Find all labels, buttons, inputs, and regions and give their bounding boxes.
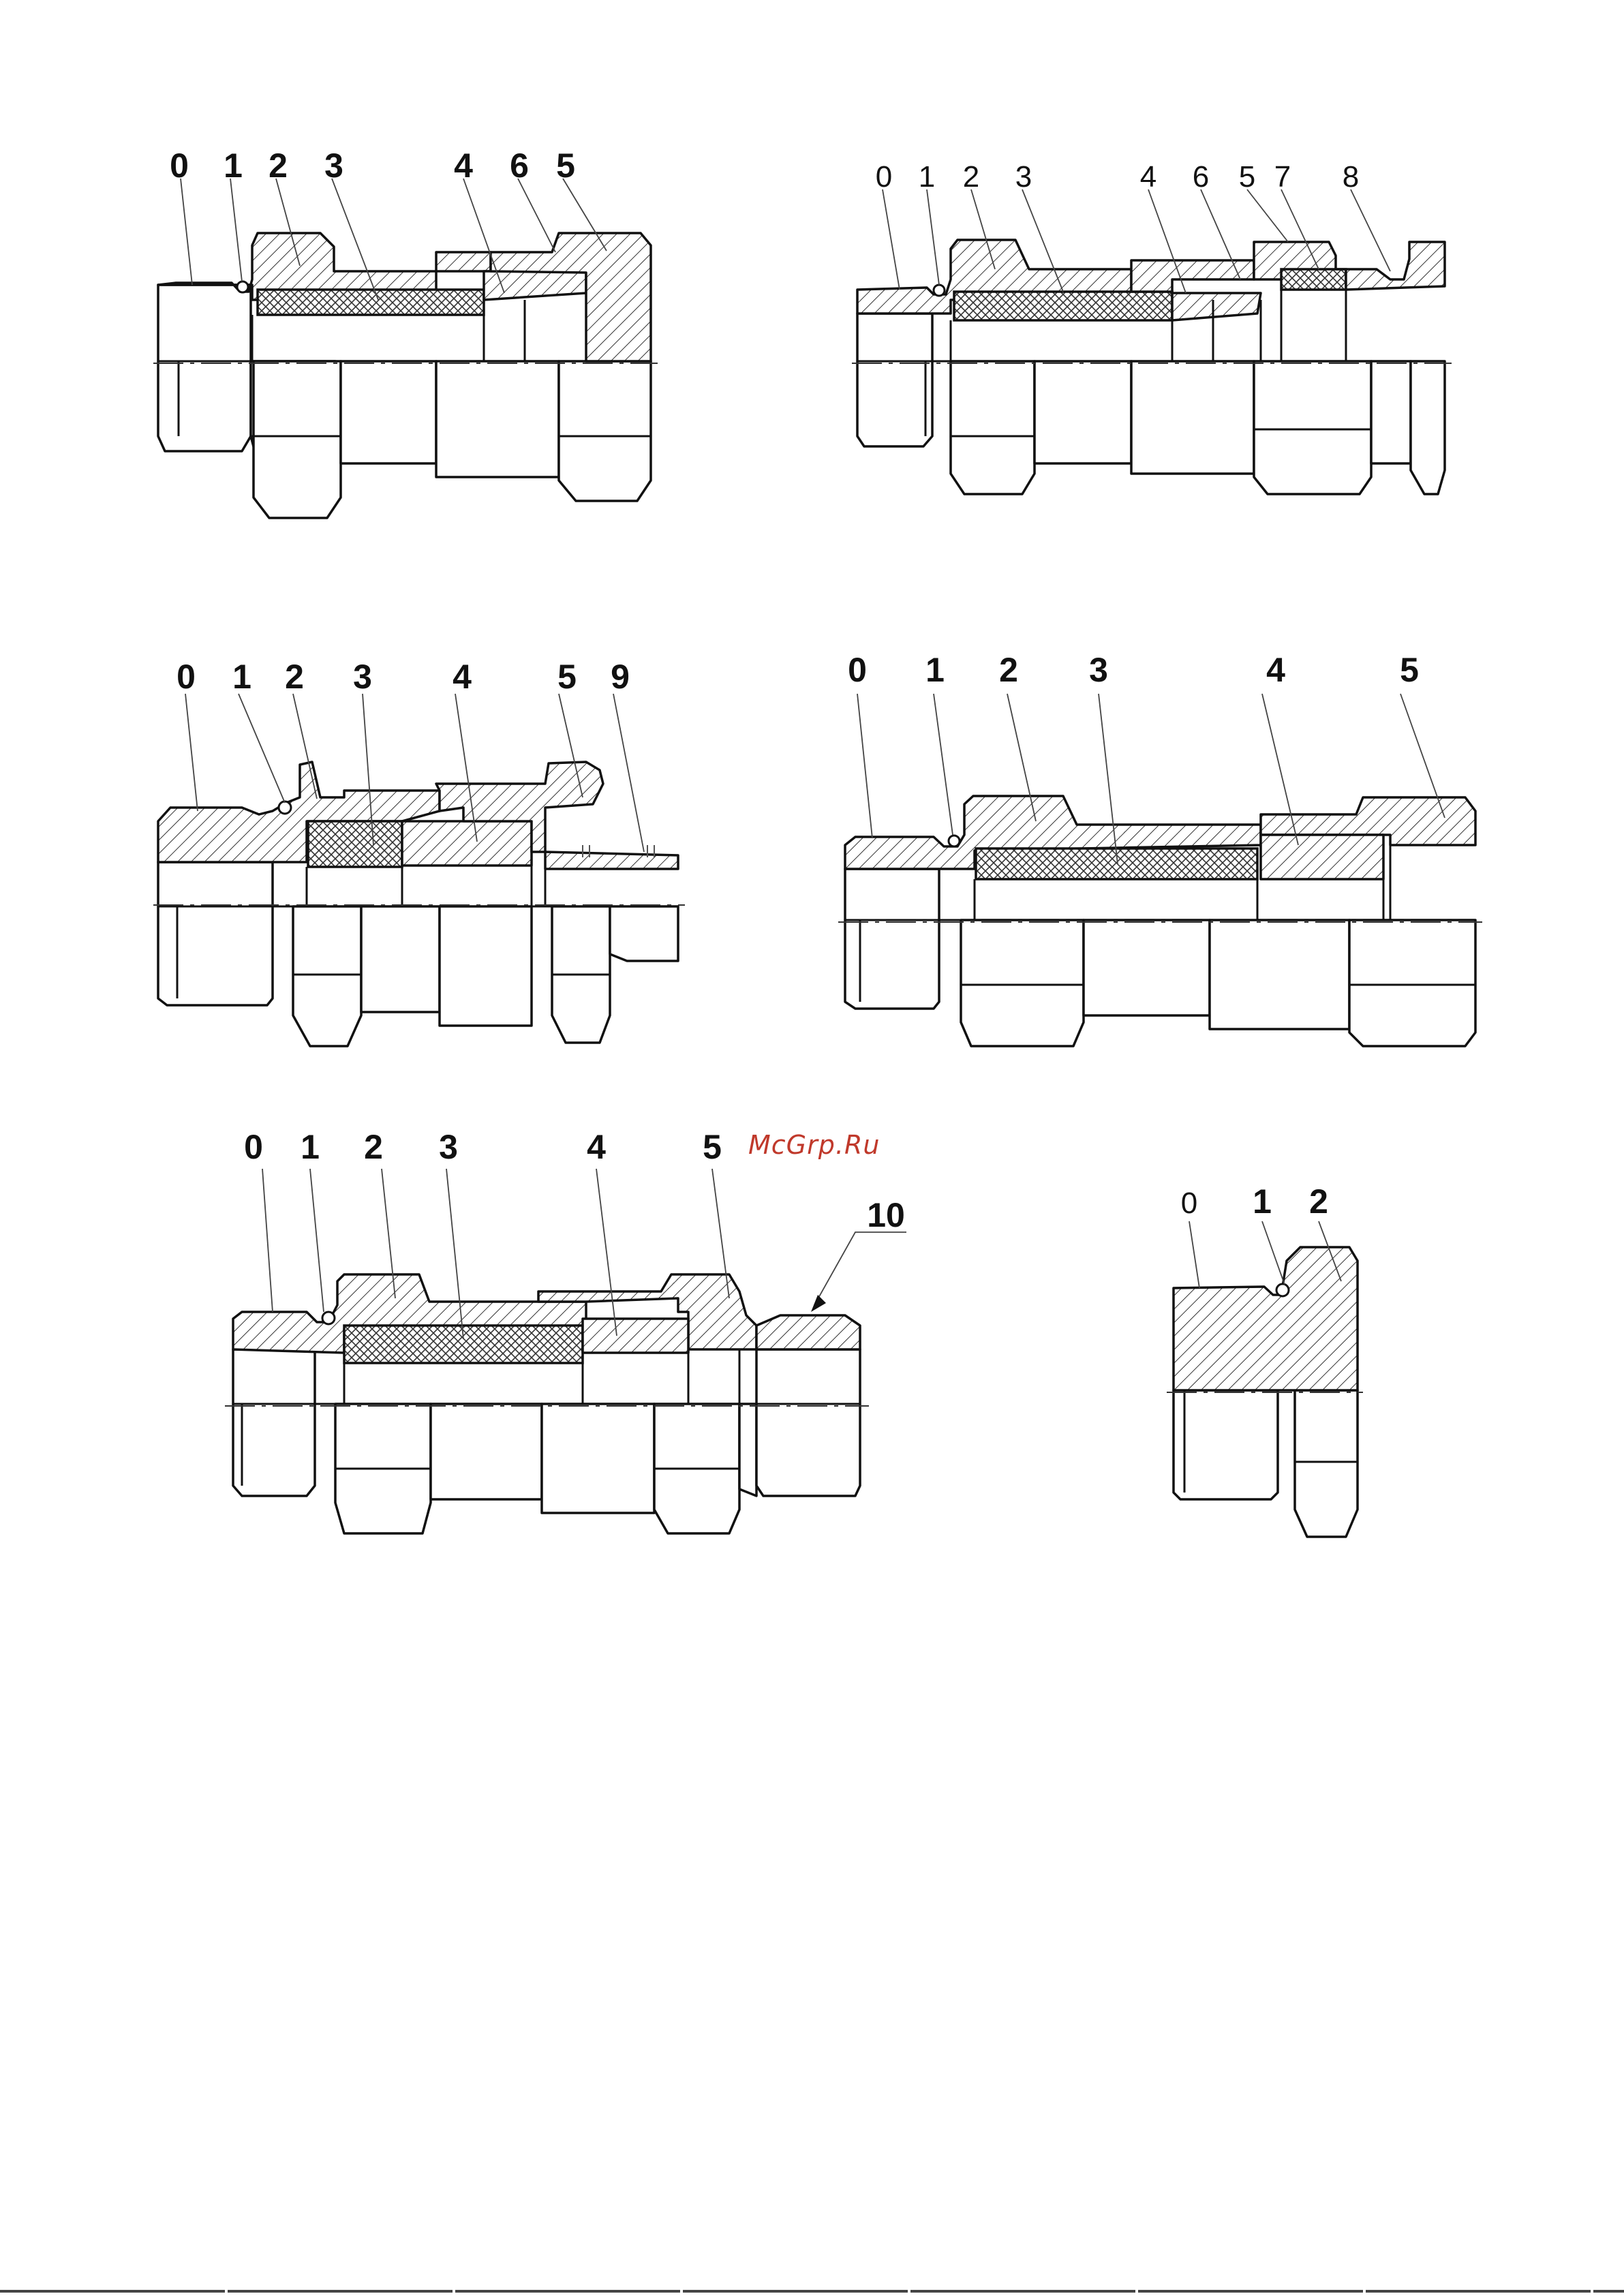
fig5-label-0: 0 <box>244 1128 263 1166</box>
fig4-label-3: 3 <box>1089 651 1108 689</box>
fig3-label-1: 1 <box>232 658 251 696</box>
fig1-label-5: 5 <box>556 147 575 185</box>
fig3-label-3: 3 <box>353 658 372 696</box>
fig4-label-4: 4 <box>1266 651 1285 689</box>
fig1-label-1: 1 <box>224 147 243 185</box>
figure-6: 0 1 2 <box>1167 1182 1363 1537</box>
fig2-label-2: 2 <box>963 160 979 194</box>
fig6-label-1: 1 <box>1253 1182 1272 1221</box>
fig1-label-4: 4 <box>454 147 473 185</box>
fig4-label-0: 0 <box>848 651 867 689</box>
fig1-label-0: 0 <box>170 147 189 185</box>
fig3-label-0: 0 <box>177 658 196 696</box>
fig1-label-6: 6 <box>510 147 529 185</box>
fig4-label-5: 5 <box>1400 651 1419 689</box>
fig4-label-2: 2 <box>999 651 1018 689</box>
fig5-label-10: 10 <box>867 1196 905 1234</box>
fig5-label-2: 2 <box>364 1128 383 1166</box>
fig2-label-4: 4 <box>1140 160 1156 194</box>
fig5-label-1: 1 <box>301 1128 320 1166</box>
fig1-label-2: 2 <box>269 147 288 185</box>
fig2-label-6: 6 <box>1193 160 1209 194</box>
fig2-label-1: 1 <box>919 160 935 194</box>
fig2-label-0: 0 <box>876 160 892 194</box>
fig4-label-1: 1 <box>925 651 945 689</box>
figure-5: 0 1 2 3 4 5 10 <box>225 1128 906 1533</box>
fig3-label-4: 4 <box>453 658 472 696</box>
fig6-label-0: 0 <box>1181 1187 1197 1220</box>
fig2-label-8: 8 <box>1343 160 1359 194</box>
fig2-label-3: 3 <box>1015 160 1032 194</box>
fig5-label-3: 3 <box>439 1128 458 1166</box>
fig2-label-7: 7 <box>1274 160 1291 194</box>
fig3-label-9: 9 <box>611 658 630 696</box>
fig2-label-5: 5 <box>1239 160 1255 194</box>
fig3-label-2: 2 <box>285 658 304 696</box>
fig5-label-4: 4 <box>587 1128 606 1166</box>
fig1-label-3: 3 <box>324 147 343 185</box>
figure-4: 0 1 2 3 4 5 <box>838 651 1482 1046</box>
figure-1: 0 1 2 3 4 6 5 <box>153 147 658 518</box>
figure-2: 0 1 2 3 4 6 5 7 8 <box>852 160 1452 494</box>
figure-3: 0 1 2 3 4 5 9 <box>153 658 685 1046</box>
fig3-label-5: 5 <box>557 658 577 696</box>
fig6-label-2: 2 <box>1309 1182 1328 1221</box>
fig5-label-5: 5 <box>703 1128 722 1166</box>
